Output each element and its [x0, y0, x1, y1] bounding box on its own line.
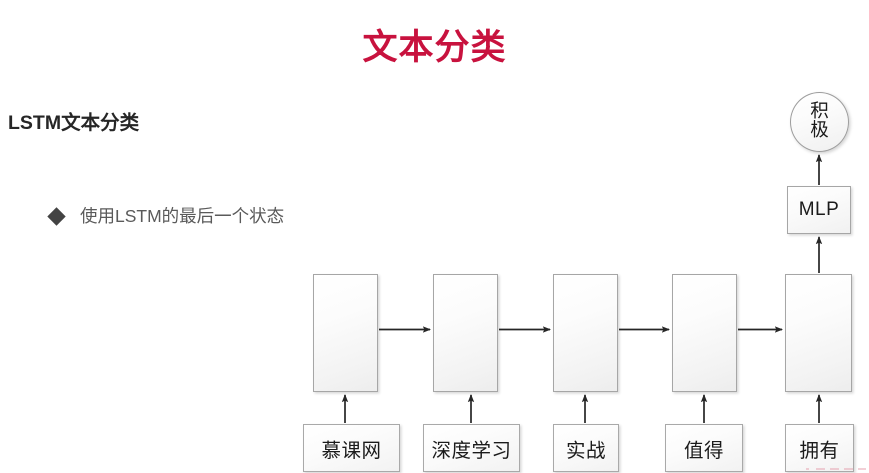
input-token-box-2: 深度学习	[423, 424, 520, 472]
input-token-box-5: 拥有	[785, 424, 854, 472]
lstm-cell-3	[553, 274, 618, 392]
page-title: 文本分类	[362, 28, 507, 67]
bullet-item-label: 使用LSTM的最后一个状态	[80, 206, 285, 226]
input-token-box-1: 慕课网	[303, 424, 400, 472]
lstm-cell-4	[672, 274, 737, 392]
input-token-box-4: 值得	[665, 424, 743, 472]
output-label-line1: 积	[810, 102, 829, 122]
output-label-line2: 极	[810, 121, 829, 141]
lstm-cell-5	[785, 274, 852, 392]
output-class-node: 积 极	[790, 92, 849, 152]
bullet-item: 使用LSTM的最后一个状态	[47, 203, 285, 229]
lstm-cell-1	[313, 274, 378, 392]
watermark-remnant	[806, 466, 866, 471]
mlp-node: MLP	[787, 186, 851, 234]
section-heading: LSTM文本分类	[8, 112, 140, 134]
diamond-bullet-icon	[47, 207, 66, 226]
input-token-box-3: 实战	[553, 424, 619, 472]
lstm-cell-2	[433, 274, 498, 392]
